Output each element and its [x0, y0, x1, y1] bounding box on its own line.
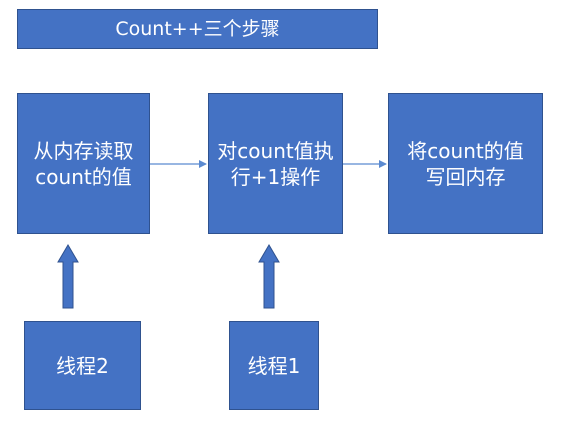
- step-increment-count: 对count值执 行+1操作: [208, 93, 343, 234]
- thread-1-label: 线程1: [247, 353, 301, 378]
- diagram-title: Count++三个步骤: [17, 9, 378, 49]
- step-increment-count-label: 对count值执 行+1操作: [217, 138, 334, 189]
- thread-2-box: 线程2: [24, 321, 141, 410]
- thread-1-box: 线程1: [229, 321, 319, 410]
- step-write-back-count: 将count的值 写回内存: [388, 93, 543, 234]
- diagram-title-text: Count++三个步骤: [115, 17, 280, 40]
- step-read-count-label: 从内存读取 count的值: [33, 138, 134, 189]
- step-write-back-count-label: 将count的值 写回内存: [407, 138, 524, 189]
- thread-2-label: 线程2: [56, 353, 109, 378]
- step-read-count: 从内存读取 count的值: [17, 93, 150, 234]
- thread-1-up-arrow: [258, 244, 280, 309]
- thread-2-up-arrow: [57, 244, 79, 309]
